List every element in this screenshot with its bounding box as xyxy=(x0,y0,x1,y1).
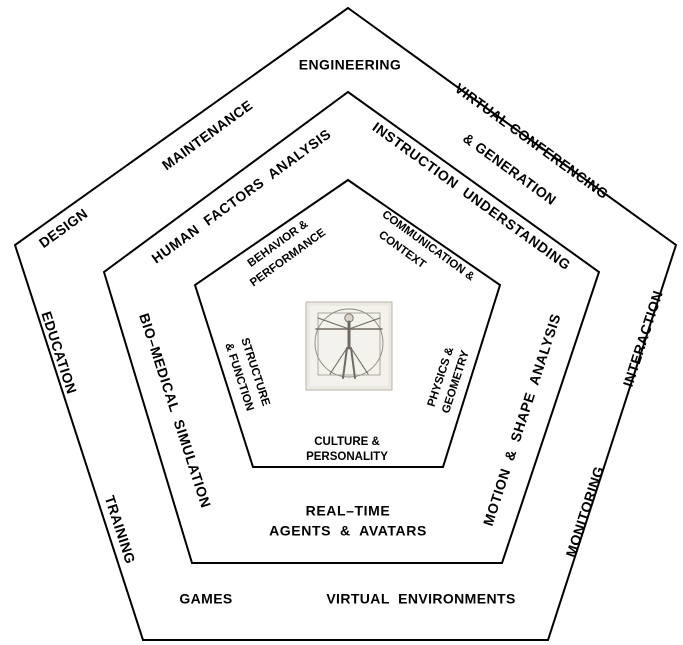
label-motion-shape-analysis: MOTION & SHAPE ANALYSIS xyxy=(480,311,564,527)
inner-pentagon xyxy=(193,178,502,468)
label-biomedical-simulation: BIO–MEDICAL SIMULATION xyxy=(136,311,214,510)
label-agents-avatars: AGENTS & AVATARS xyxy=(269,523,427,539)
vitruvian-man-icon xyxy=(305,301,393,391)
label-games: GAMES xyxy=(179,591,232,607)
label-monitoring: MONITORING xyxy=(563,464,607,559)
label-interaction: INTERACTION xyxy=(620,289,666,389)
label-real-time: REAL–TIME xyxy=(306,503,391,519)
label-personality: PERSONALITY xyxy=(306,451,388,463)
middle-pentagon xyxy=(102,90,601,564)
label-virtual-environments: VIRTUAL ENVIRONMENTS xyxy=(326,591,515,607)
label-culture: CULTURE & xyxy=(314,436,380,448)
outer-pentagon xyxy=(13,6,678,641)
label-engineering: ENGINEERING xyxy=(299,57,401,73)
